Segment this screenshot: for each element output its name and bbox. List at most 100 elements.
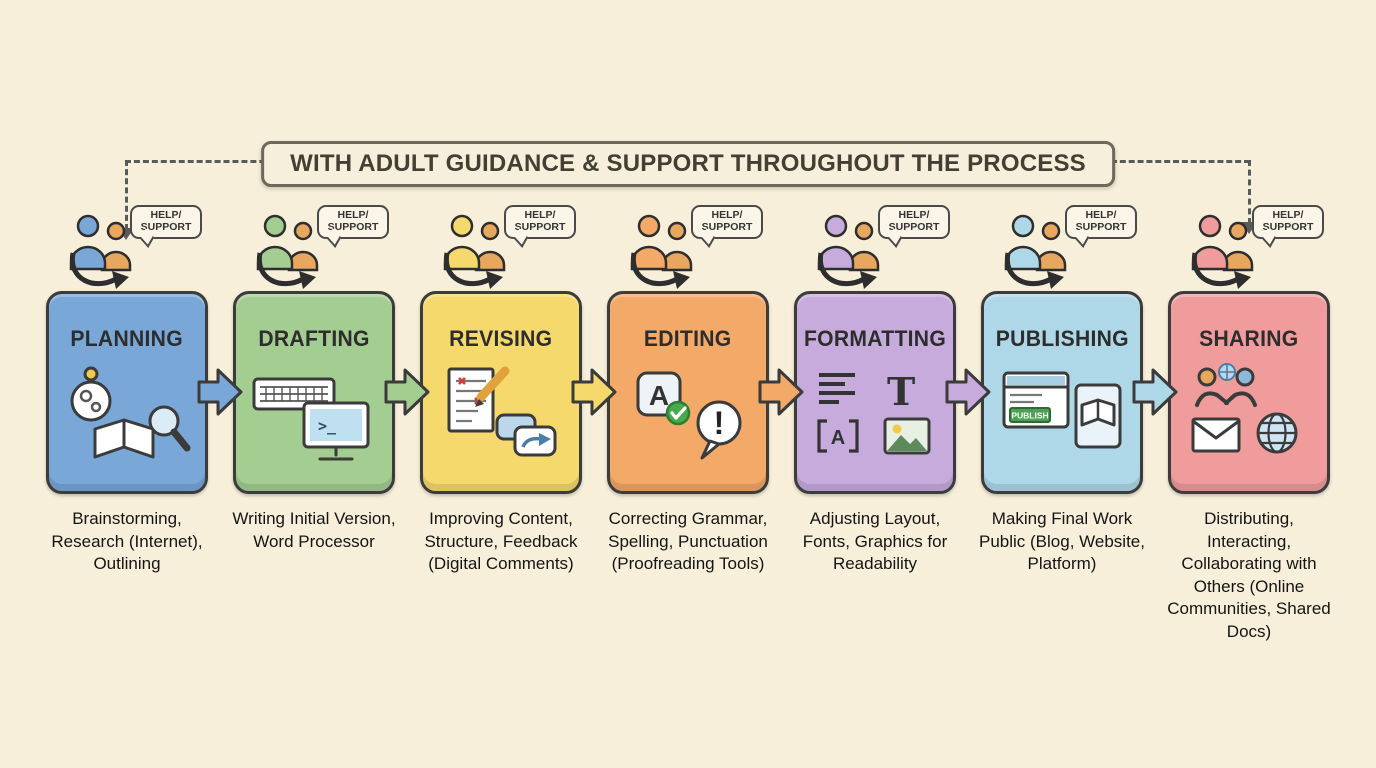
bubble-line2: SUPPORT — [1075, 220, 1127, 233]
card-title: DRAFTING — [258, 326, 370, 351]
card-icon-group: A ! — [610, 352, 766, 491]
stage-description: Improving Content, Structure, Feedback (… — [424, 509, 578, 574]
people-icon — [60, 213, 144, 301]
open-book-icon — [93, 418, 155, 458]
letter-frame-icon: A — [817, 418, 859, 453]
card-title: PLANNING — [70, 326, 184, 351]
card-formatting: FORMATTING T A — [794, 291, 956, 494]
dashed-line-right-horizontal — [1040, 160, 1250, 163]
card-planning: PLANNING — [46, 291, 208, 494]
people-icon — [621, 213, 705, 301]
people-icon — [247, 213, 331, 301]
card-title: SHARING — [1199, 326, 1299, 351]
letter-a-glyph: A — [831, 427, 845, 449]
publish-browser-icon: PUBLISH — [1002, 371, 1070, 428]
card-title: PUBLISHING — [995, 326, 1129, 351]
marked-document-icon — [447, 367, 495, 432]
thinking-head-icon — [70, 366, 112, 421]
people-icon — [995, 213, 1079, 301]
flow-arrow-5 — [945, 368, 991, 416]
bubble-line1: HELP/ — [524, 209, 556, 221]
adult-child-figures-icon — [443, 214, 506, 289]
dashed-line-left-horizontal — [125, 160, 337, 163]
envelope-icon — [1191, 417, 1241, 452]
exclamation-bubble-icon: ! — [696, 400, 742, 459]
stage-top-revising: HELP/ SUPPORT — [418, 205, 584, 291]
stage-description: Distributing, Interacting, Collaborating… — [1167, 509, 1331, 642]
flow-arrow-1 — [197, 368, 243, 416]
people-icon — [434, 213, 518, 301]
bubble-line1: HELP/ — [1085, 209, 1117, 221]
card-editing: EDITING A ! — [607, 291, 769, 494]
globe-icon — [1256, 412, 1298, 453]
card-icon-group: >_ — [236, 352, 392, 491]
card-sharing: SHARING — [1168, 291, 1330, 494]
stage-description: Writing Initial Version, Word Processor — [232, 509, 396, 551]
guidance-banner: WITH ADULT GUIDANCE & SUPPORT THROUGHOUT… — [261, 141, 1115, 187]
help-support-bubble: HELP/ SUPPORT — [504, 205, 576, 239]
card-icon-group: PUBLISH — [984, 352, 1140, 491]
stage-top-planning: HELP/ SUPPORT — [44, 205, 210, 291]
stage-description: Making Final Work Public (Blog, Website,… — [979, 509, 1145, 574]
card-title: EDITING — [644, 326, 732, 351]
prompt-glyph: >_ — [318, 417, 337, 435]
card-title: REVISING — [449, 326, 553, 351]
stage-formatting: HELP/ SUPPORT FORMATTING T A — [792, 205, 958, 644]
stage-publishing: HELP/ SUPPORT PUBLISHING PUBLISH — [979, 205, 1145, 644]
tablet-reader-icon — [1074, 383, 1122, 448]
card-icon-group: T A — [797, 352, 953, 491]
magnifier-icon — [148, 405, 191, 451]
stage-description: Brainstorming, Research (Internet), Outl… — [51, 509, 203, 574]
card-title: FORMATTING — [803, 326, 947, 351]
publish-button-label: PUBLISH — [1011, 410, 1048, 420]
adult-child-figures-icon — [1191, 214, 1254, 289]
letter-a-glyph: A — [649, 380, 669, 411]
stage-top-publishing: HELP/ SUPPORT — [979, 205, 1145, 291]
bubble-line1: HELP/ — [150, 209, 182, 221]
pencil-icon — [475, 366, 510, 407]
card-publishing: PUBLISHING PUBLISH — [981, 291, 1143, 494]
stage-planning: HELP/ SUPPORT PLANNING — [44, 205, 210, 644]
bubble-line2: SUPPORT — [888, 220, 940, 233]
help-support-bubble: HELP/ SUPPORT — [130, 205, 202, 239]
handshake-icon — [1195, 362, 1257, 407]
dashed-line-right-vertical — [1248, 160, 1251, 224]
card-revising: REVISING — [420, 291, 582, 494]
letter-t-icon: T — [887, 369, 915, 414]
adult-child-figures-icon — [630, 214, 693, 289]
stage-top-formatting: HELP/ SUPPORT — [792, 205, 958, 291]
bubble-line2: SUPPORT — [140, 220, 192, 233]
adult-child-figures-icon — [817, 214, 880, 289]
help-support-bubble: HELP/ SUPPORT — [878, 205, 950, 239]
spellcheck-icon: A — [636, 371, 691, 425]
exclamation-glyph: ! — [714, 405, 725, 441]
flow-arrow-6 — [1132, 368, 1178, 416]
help-support-bubble: HELP/ SUPPORT — [317, 205, 389, 239]
help-support-bubble: HELP/ SUPPORT — [1065, 205, 1137, 239]
dashed-line-left-vertical — [125, 160, 128, 230]
stage-description: Adjusting Layout, Fonts, Graphics for Re… — [802, 509, 948, 574]
bubble-line2: SUPPORT — [701, 220, 753, 233]
adult-child-figures-icon — [256, 214, 319, 289]
flow-arrow-3 — [571, 368, 617, 416]
comment-reply-icon — [495, 413, 557, 456]
stage-editing: HELP/ SUPPORT EDITING A — [605, 205, 771, 644]
flow-arrow-4 — [758, 368, 804, 416]
flow-arrow-2 — [384, 368, 430, 416]
card-icon-group — [423, 352, 579, 491]
stage-drafting: HELP/ SUPPORT DRAFTING — [231, 205, 397, 644]
bubble-line1: HELP/ — [337, 209, 369, 221]
text-align-icon — [819, 372, 855, 404]
bubble-line1: HELP/ — [898, 209, 930, 221]
stage-description: Correcting Grammar, Spelling, Punctuatio… — [608, 509, 768, 574]
card-icon-group — [1171, 352, 1327, 491]
card-icon-group — [49, 352, 205, 491]
people-icon — [1182, 213, 1266, 301]
adult-child-figures-icon — [1004, 214, 1067, 289]
bubble-line2: SUPPORT — [1262, 220, 1314, 233]
help-support-bubble: HELP/ SUPPORT — [1252, 205, 1324, 239]
stage-row: HELP/ SUPPORT PLANNING — [44, 205, 1332, 644]
stage-top-editing: HELP/ SUPPORT — [605, 205, 771, 291]
stage-revising: HELP/ SUPPORT REVISING — [418, 205, 584, 644]
card-drafting: DRAFTING >_ — [233, 291, 395, 494]
